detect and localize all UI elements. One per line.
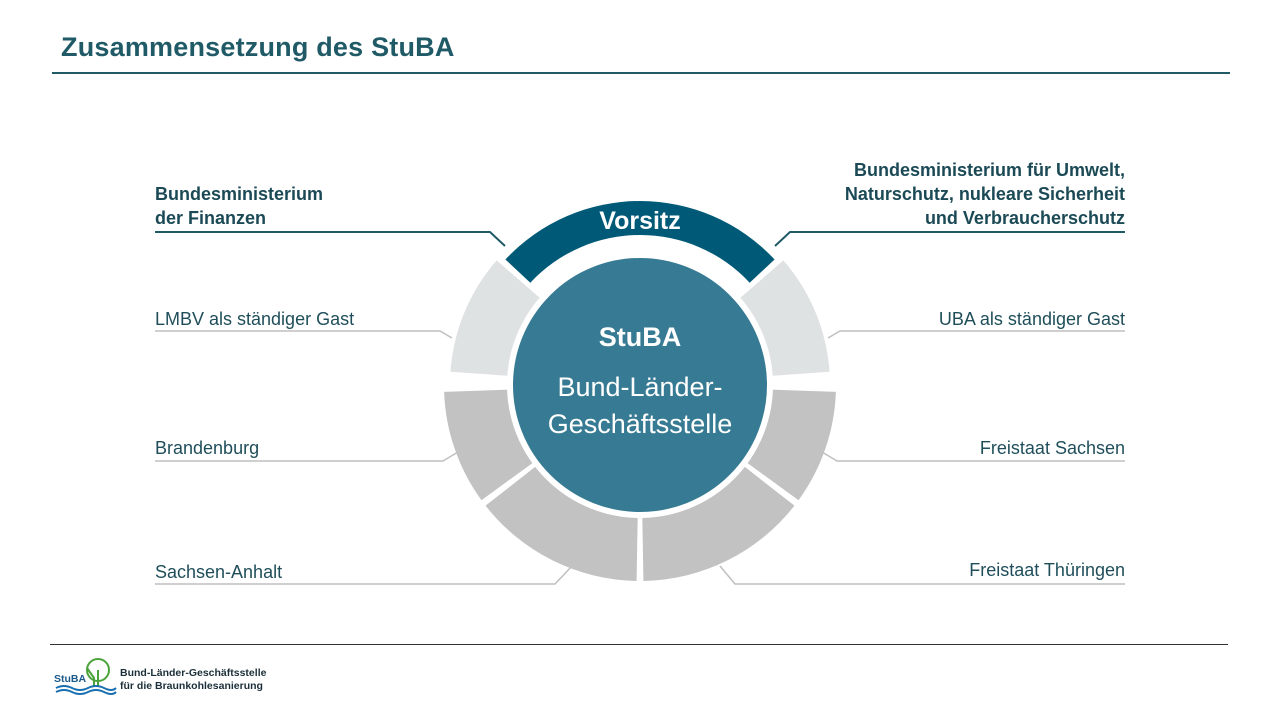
page-title: Zusammensetzung des StuBA (61, 32, 455, 62)
connector-sachsen (821, 451, 1125, 462)
connector-lmbv (155, 330, 453, 339)
logo-line-2: für die Braunkohlesanierung (120, 680, 263, 692)
label-sachsen-anhalt: Sachsen-Anhalt (155, 562, 283, 582)
connector-sachsen-anhalt (155, 565, 573, 585)
connector-bmf (155, 231, 506, 247)
connector-thueringen (719, 565, 1125, 585)
connector-uba (827, 330, 1125, 339)
connector-brandenburg (155, 451, 459, 462)
label-lmbv: LMBV als ständiger Gast (155, 309, 355, 329)
logo-wordmark: StuBA (54, 673, 87, 685)
center-line-2: Geschäftsstelle (548, 409, 733, 439)
center-line-1: Bund-Länder- (557, 372, 722, 402)
label-brandenburg: Brandenburg (155, 438, 260, 458)
stuba-logo: StuBA Bund-Länder-Geschäftsstelle für di… (54, 656, 314, 700)
ring-segment-lmbv (450, 260, 544, 377)
label-bmu-3: und Verbraucherschutz (924, 208, 1125, 228)
ring-segment-thueringen (642, 463, 795, 581)
connector-bmu (774, 231, 1125, 247)
title-divider (52, 72, 1230, 74)
label-sachsen: Freistaat Sachsen (979, 438, 1125, 458)
ring-segment-uba (736, 260, 830, 377)
tree-logo-icon (55, 658, 117, 695)
label-thueringen: Freistaat Thüringen (969, 560, 1125, 580)
logo-subtitle: Bund-Länder-Geschäftsstelle für die Brau… (120, 667, 266, 693)
ring-segment-vorsitz (505, 200, 775, 283)
ring-segment-sachsen-anhalt (485, 463, 638, 581)
label-bmu-1: Bundesministerium für Umwelt, (853, 160, 1125, 180)
label-bmf-2: der Finanzen (155, 208, 267, 228)
center-heading: StuBA (599, 322, 682, 352)
label-uba: UBA als ständiger Gast (938, 309, 1125, 329)
center-circle (507, 252, 773, 518)
logo-line-1: Bund-Länder-Geschäftsstelle (120, 667, 267, 679)
label-bmf-1: Bundesministerium (155, 184, 324, 204)
label-bmu-2: Naturschutz, nukleare Sicherheit (844, 184, 1125, 204)
footer-divider (50, 644, 1228, 645)
vorsitz-label: Vorsitz (599, 207, 681, 235)
